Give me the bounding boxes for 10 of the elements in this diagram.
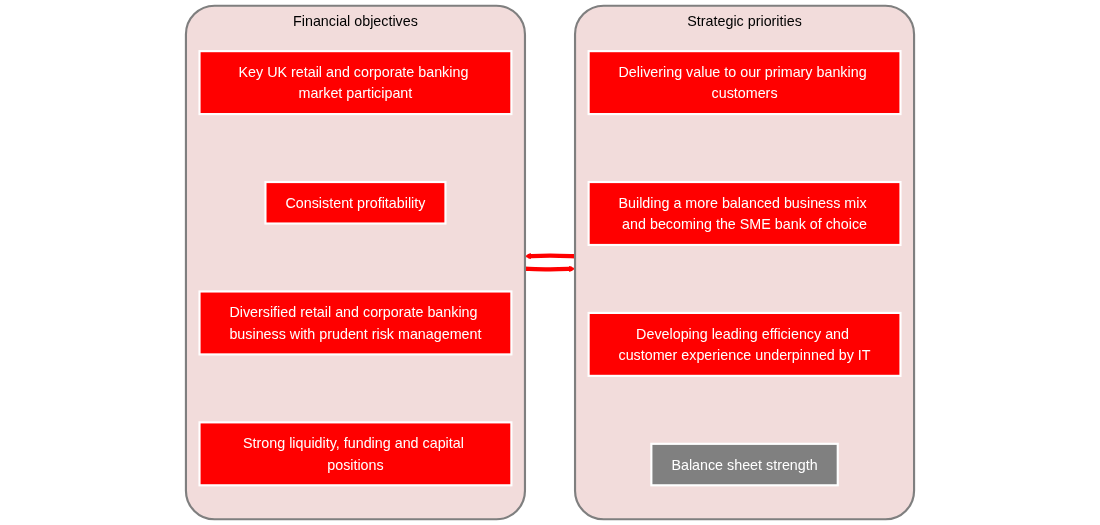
arrow xyxy=(524,265,576,273)
node-box: Balance sheet strength xyxy=(650,442,839,487)
node-box: Strong liquidity, funding and capital positions xyxy=(198,421,513,487)
node-box: Consistent profitability xyxy=(264,180,447,225)
node-box: Key UK retail and corporate banking market participant xyxy=(198,50,513,116)
arrow xyxy=(524,252,576,260)
node-box: Diversified retail and corporate banking business with prudent risk management xyxy=(198,290,513,356)
node-box: Developing leading efficiency and customer experience underpinned by IT xyxy=(587,311,902,377)
node-box: Building a more balanced business mix and becoming the SME bank of choice xyxy=(587,180,902,247)
node-box: Delivering value to our primary banking customers xyxy=(587,50,902,116)
